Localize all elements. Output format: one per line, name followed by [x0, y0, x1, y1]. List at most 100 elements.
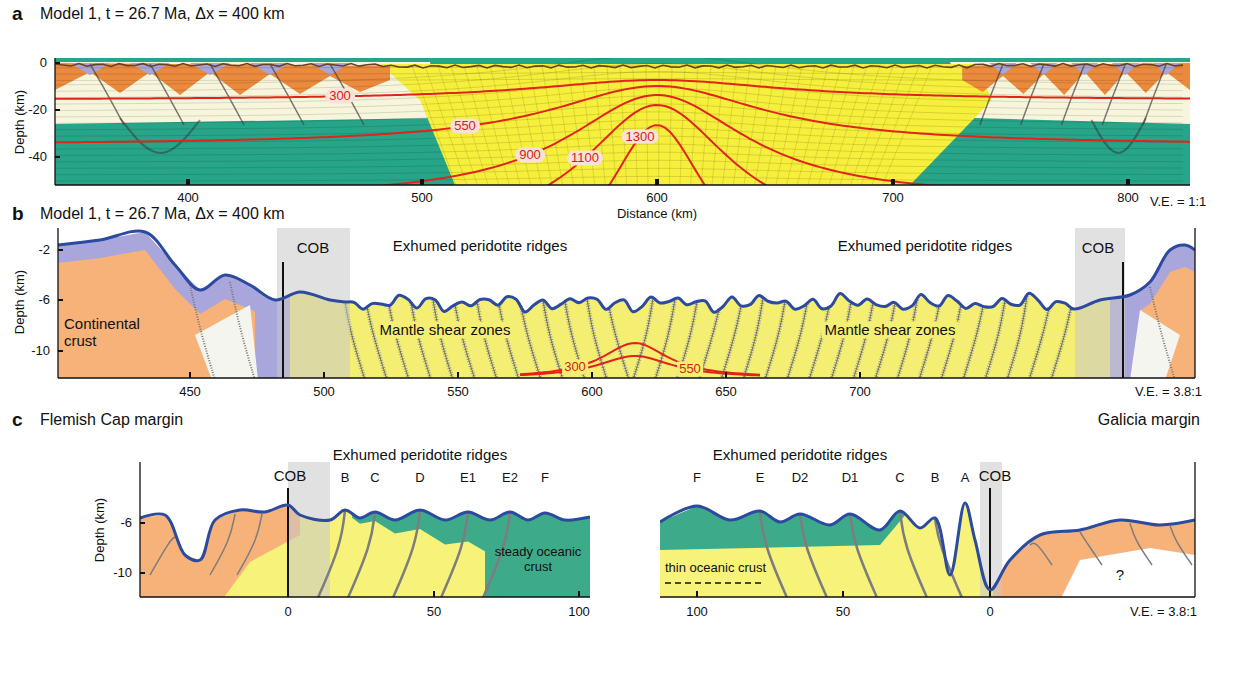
shear-zone [875, 303, 895, 378]
mesh-line [851, 66, 893, 185]
axis-line [54, 58, 55, 185]
mesh-line [872, 66, 919, 185]
axis-line [139, 462, 140, 597]
tick-label: 100 [568, 605, 590, 620]
mesh-line [669, 66, 672, 185]
shear-zone [609, 307, 629, 378]
shear-zone [985, 300, 1005, 378]
tick-label: 400 [177, 191, 199, 206]
shear-zone [455, 305, 475, 378]
fault-zone [190, 285, 215, 378]
mesh-line [55, 79, 1183, 81]
shear-zone [499, 304, 519, 378]
axis-tick [696, 591, 698, 597]
cob-zone [277, 228, 350, 378]
ridge-label: F [541, 471, 549, 486]
region-label: Exhumed peridotite ridges [838, 237, 1012, 254]
mesh-line [55, 63, 1183, 91]
shear-zone [963, 306, 983, 378]
ridge-label: E1 [460, 471, 476, 486]
tick-label: 650 [715, 385, 737, 400]
model-section-b [58, 228, 1195, 378]
unknown-zone [1060, 548, 1195, 597]
isotherm-label: 1300 [622, 129, 659, 144]
fault-zone [1030, 543, 1052, 565]
isotherm-label: 550 [450, 119, 480, 134]
shear-zone [1051, 307, 1071, 378]
shear-zone [499, 304, 519, 378]
region-label: Mantle shear zones [822, 321, 959, 338]
shear-zone [411, 302, 431, 378]
fault-zone [237, 514, 262, 575]
tick-label: 450 [179, 385, 201, 400]
mesh-line [680, 66, 685, 185]
fault-zone [150, 64, 184, 125]
mesh-line [744, 66, 763, 185]
shear-zone [787, 304, 807, 378]
fault-zone [1061, 64, 1084, 125]
shear-zone [800, 514, 828, 597]
shear-zone [521, 306, 541, 378]
panel-letter: a [12, 3, 23, 25]
axis-tick [186, 179, 190, 185]
lower-crust [1130, 310, 1180, 378]
isotherm [55, 95, 1190, 185]
mesh-line [883, 66, 933, 185]
shear-zone [1029, 308, 1049, 378]
isotherm-label: 1100 [567, 150, 603, 165]
panel-title: Galicia margin [1098, 411, 1200, 429]
axis-tick [55, 156, 60, 158]
mesh-line [755, 66, 776, 185]
mesh-line [55, 120, 1183, 136]
axis-title: Depth (km) [13, 270, 28, 334]
shear-zone [721, 306, 741, 378]
panel-title: Model 1, t = 26.7 Ma, Δx = 400 km [40, 5, 285, 23]
mesh-line [503, 66, 531, 185]
region-label: COB [979, 467, 1012, 484]
mesh-line [787, 66, 815, 185]
shear-zone [1007, 296, 1027, 378]
margin-section-flemish [140, 462, 590, 597]
shear-zone [919, 306, 939, 378]
axis-tick [58, 350, 63, 352]
continental-crust [140, 505, 300, 597]
tick-label: 700 [882, 191, 904, 206]
shear-zone [721, 306, 741, 378]
mesh-line [55, 160, 1183, 168]
tick-label: 800 [1117, 191, 1139, 206]
cob-line [1122, 262, 1124, 378]
scale-note: V.E. = 1:1 [1150, 195, 1206, 210]
shear-zone [963, 306, 983, 378]
mesh-line [55, 144, 1183, 155]
axis-tick [420, 179, 424, 185]
axis-tick [55, 109, 60, 111]
tick-label: -6 [120, 516, 132, 531]
oceanic-crust [485, 512, 590, 597]
ridge-label: E2 [502, 471, 518, 486]
axis-tick [55, 62, 60, 64]
shear-zone [1029, 308, 1049, 378]
tick-label: 700 [849, 385, 871, 400]
scale-note: V.E. = 3.8:1 [1135, 385, 1202, 400]
ridge-label: D [415, 471, 424, 486]
ridge-label: steady oceanic crust [494, 545, 582, 575]
region-label: COB [274, 467, 307, 484]
surface-line [55, 64, 1183, 68]
ridge-label: A [961, 471, 970, 486]
axis-line [1194, 228, 1195, 378]
ridge-label: thin oceanic crust [665, 561, 766, 576]
axis-tick [1126, 179, 1130, 185]
tick-label: -10 [113, 566, 132, 581]
isotherm [520, 343, 760, 375]
shear-zone [477, 302, 497, 378]
shear-zone [389, 305, 409, 378]
shear-zone [521, 306, 541, 378]
shear-zone [831, 302, 851, 378]
shear-zone [897, 300, 917, 378]
shear-zone [655, 299, 675, 378]
axis-tick [189, 372, 191, 378]
fault-zone [1170, 526, 1192, 565]
mesh-line [765, 66, 789, 185]
panel-letter: b [12, 203, 24, 225]
axis-tick [457, 372, 459, 378]
